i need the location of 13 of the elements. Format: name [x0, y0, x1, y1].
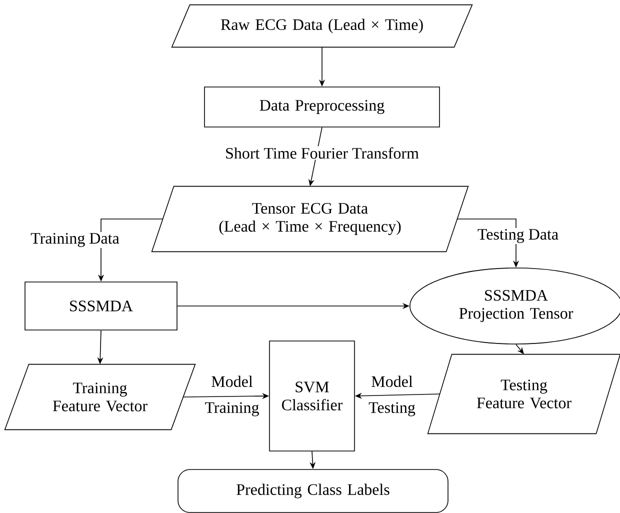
data-parallelogram: Training Feature Vector: [4, 364, 196, 430]
edge-label: Model Testing: [368, 376, 416, 416]
process-box: SSSMDA: [24, 282, 178, 330]
process-box: Data Preprocessing: [204, 86, 440, 128]
data-parallelogram: Raw ECG Data (Lead × Time): [171, 4, 473, 48]
data-parallelogram: Tensor ECG Data (Lead × Time × Frequency): [151, 186, 469, 252]
edge-label: Training Data: [30, 232, 120, 248]
edge-label: Short Time Fourier Transform: [224, 146, 420, 160]
edge-label: Model Training: [205, 376, 259, 416]
process-box: SVM Classifier: [269, 340, 355, 452]
terminal-box: Predicting Class Labels: [178, 469, 448, 513]
edge-label: Testing Data: [476, 228, 560, 244]
data-parallelogram: Testing Feature Vector: [427, 354, 620, 434]
